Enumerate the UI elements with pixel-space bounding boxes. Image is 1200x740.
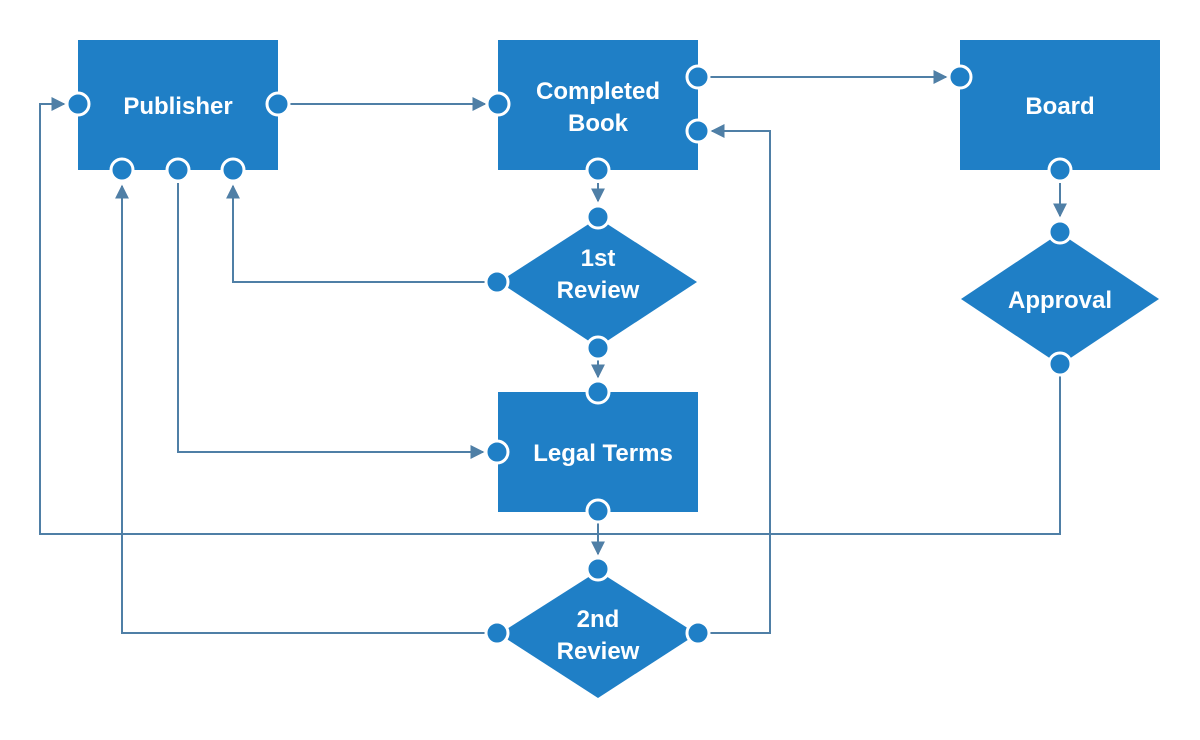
legal-terms-port-left[interactable]: [484, 439, 510, 465]
edges: [39, 70, 1067, 634]
first-review-port-top[interactable]: [585, 204, 611, 230]
node-completed-book[interactable]: Completed Book: [498, 40, 698, 170]
approval-port-top[interactable]: [1047, 219, 1073, 245]
board-port-left[interactable]: [947, 64, 973, 90]
edge-second-review-to-completed-book: [710, 124, 771, 634]
completed-book-port-right-bottom[interactable]: [685, 118, 711, 144]
ports: [65, 64, 1073, 646]
completed-book-label-line1: Completed: [536, 78, 660, 105]
node-first-review[interactable]: 1st Review: [499, 218, 697, 347]
completed-book-label-line2: Book: [568, 110, 629, 137]
edge-first-review-to-publisher: [226, 184, 497, 283]
second-review-port-left[interactable]: [484, 620, 510, 646]
board-label: Board: [1025, 93, 1094, 120]
completed-book-port-right-top[interactable]: [685, 64, 711, 90]
board-port-bottom[interactable]: [1047, 157, 1073, 183]
edge-publisher-to-legal-terms: [177, 183, 485, 459]
second-review-label-line1: 2nd: [577, 606, 620, 633]
approval-label: Approval: [1008, 287, 1112, 314]
second-review-port-right[interactable]: [685, 620, 711, 646]
second-review-port-top[interactable]: [585, 556, 611, 582]
legal-terms-port-bottom[interactable]: [585, 498, 611, 524]
publisher-port-bottom-3[interactable]: [220, 157, 246, 183]
second-review-label-line2: Review: [557, 638, 640, 665]
edge-second-review-to-publisher: [115, 184, 497, 634]
legal-terms-label: Legal Terms: [533, 440, 673, 467]
node-second-review[interactable]: 2nd Review: [499, 571, 697, 698]
node-legal-terms[interactable]: Legal Terms: [498, 392, 698, 512]
approval-port-bottom[interactable]: [1047, 351, 1073, 377]
node-approval[interactable]: Approval: [961, 233, 1159, 365]
first-review-label-line1: 1st: [581, 245, 616, 272]
first-review-port-bottom[interactable]: [585, 335, 611, 361]
first-review-port-left[interactable]: [484, 269, 510, 295]
publisher-port-left[interactable]: [65, 91, 91, 117]
legal-terms-port-top[interactable]: [585, 379, 611, 405]
edge-approval-to-publisher: [39, 97, 1061, 535]
completed-book-port-bottom[interactable]: [585, 157, 611, 183]
first-review-label-line2: Review: [557, 277, 640, 304]
publisher-port-bottom-1[interactable]: [109, 157, 135, 183]
publisher-port-right[interactable]: [265, 91, 291, 117]
completed-book-port-left[interactable]: [485, 91, 511, 117]
node-publisher[interactable]: Publisher: [78, 40, 278, 170]
node-board[interactable]: Board: [960, 40, 1160, 170]
publisher-port-bottom-2[interactable]: [165, 157, 191, 183]
publisher-label: Publisher: [123, 93, 232, 120]
